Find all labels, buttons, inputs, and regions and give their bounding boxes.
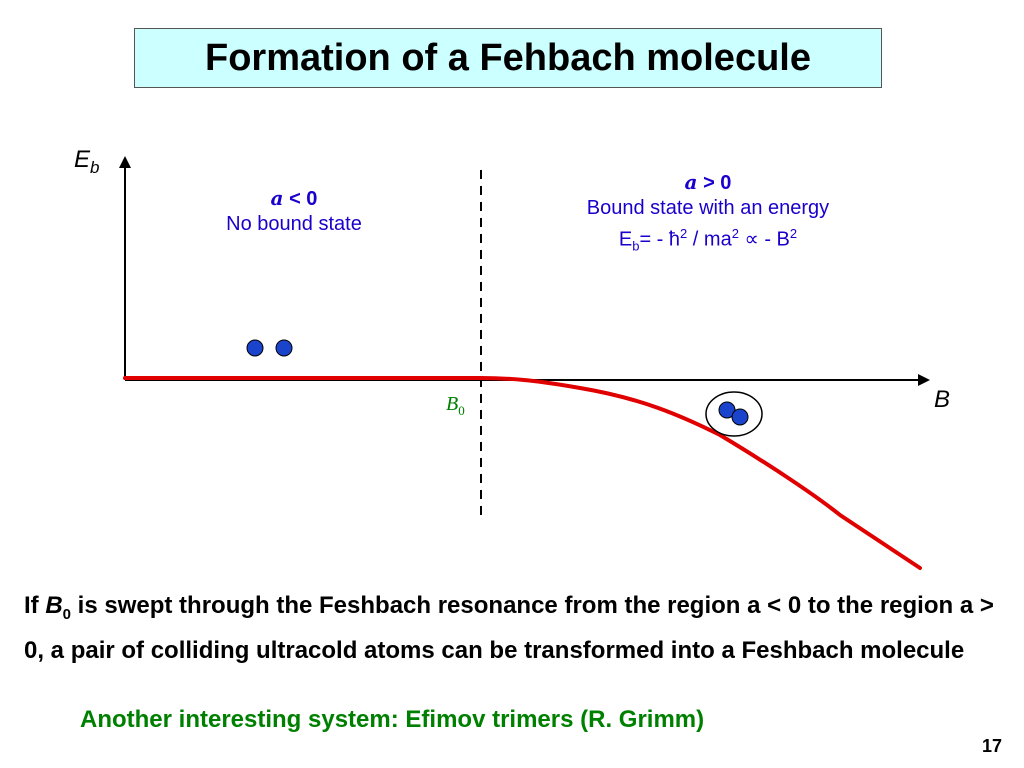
caption-prefix: If xyxy=(24,592,46,619)
left-region-header: a < 0 xyxy=(193,186,395,212)
page-number: 17 xyxy=(981,736,1002,756)
y-axis-subscript: b xyxy=(90,157,100,177)
formula-b-sup: 2 xyxy=(789,226,798,241)
bound-atom-1 xyxy=(718,401,736,419)
right-region-symbol: a xyxy=(684,170,698,194)
formula-ma: / ma xyxy=(687,228,732,251)
right-region-header: a > 0 xyxy=(540,170,876,196)
caption-b-subscript: 0 xyxy=(62,605,72,623)
formula-hbar: = - ħ xyxy=(639,228,681,251)
molecule-boundary xyxy=(705,391,763,437)
formula-e: E xyxy=(618,228,633,251)
caption: If B0 is swept through the Feshbach reso… xyxy=(24,588,1004,669)
caption-b-symbol: B xyxy=(45,592,63,619)
right-region-label: a > 0 Bound state with an energy Eb= - ħ… xyxy=(540,170,876,259)
binding-energy-formula: Eb= - ħ2 / ma2 ∝ - B2 xyxy=(540,221,876,259)
bound-atom-2 xyxy=(731,408,749,426)
slide-title: Formation of a Fehbach molecule xyxy=(205,36,811,79)
formula-hbar-sup: 2 xyxy=(680,226,688,241)
formula-e-sub: b xyxy=(632,238,640,254)
formula-ma-sup: 2 xyxy=(731,226,739,241)
b0-label: B0 xyxy=(446,393,465,419)
y-axis-symbol: E xyxy=(74,146,91,173)
efimov-note: Another interesting system: Efimov trime… xyxy=(80,706,705,733)
energy-curve xyxy=(123,376,922,570)
left-region-relation: < 0 xyxy=(283,188,318,210)
right-region-description: Bound state with an energy xyxy=(586,197,830,219)
left-region-label: a < 0 No bound state xyxy=(193,186,395,237)
x-axis-label: B xyxy=(934,386,951,413)
free-atom-1 xyxy=(246,339,264,357)
free-atom-2 xyxy=(275,339,293,357)
b0-subscript: 0 xyxy=(458,403,465,418)
right-region-relation: > 0 xyxy=(697,172,732,194)
left-region-description: No bound state xyxy=(226,213,362,235)
caption-text: is swept through the Feshbach resonance … xyxy=(24,592,994,664)
left-region-symbol: a xyxy=(270,186,284,210)
formula-b: ∝ - B xyxy=(738,228,790,251)
title-box: Formation of a Fehbach molecule xyxy=(134,28,882,88)
y-axis-label: Eb xyxy=(74,146,99,178)
b0-symbol: B xyxy=(446,393,459,415)
